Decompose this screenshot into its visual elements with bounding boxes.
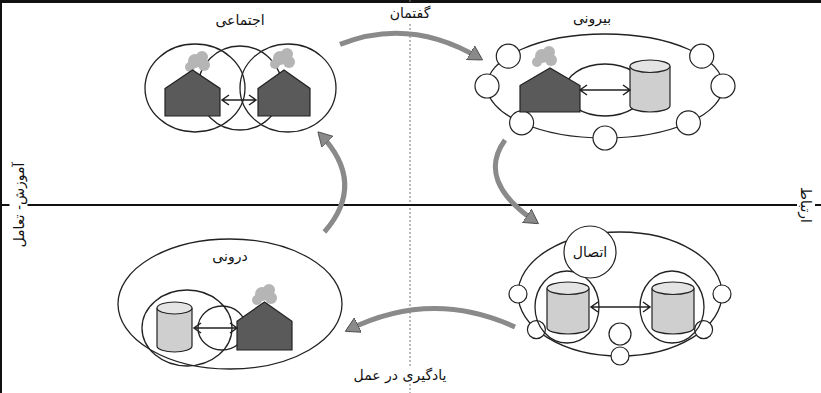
cloud-icon: [270, 48, 295, 69]
cylinder-top: [157, 302, 192, 314]
cylinder-top: [547, 282, 589, 294]
house-icon: [258, 70, 310, 116]
house-icon: [520, 68, 580, 112]
cloud-icon: [185, 51, 210, 72]
double-arrow: [580, 85, 630, 95]
drawing-part: [270, 59, 280, 69]
quadrant-title: اجتماعی: [212, 11, 267, 29]
small-circle: [564, 226, 616, 278]
axis-label: یادگیری در عمل: [350, 366, 451, 384]
small-circle: [713, 285, 731, 303]
cylinder-icon: [157, 308, 192, 352]
frame-left: [0, 0, 2, 393]
cloud-icon: [532, 46, 557, 67]
region-outline: [145, 44, 245, 132]
cycle-arrow: [495, 140, 536, 222]
small-circle: [593, 126, 617, 150]
quadrant-illustration: [515, 222, 725, 362]
house-icon: [165, 70, 220, 116]
cycle-arrow: [320, 134, 345, 232]
drawing-part: [265, 292, 277, 304]
cylinder-icon: [652, 288, 694, 334]
axis-label: آموزش- تعامل: [9, 159, 27, 252]
drawing-part: [252, 295, 262, 305]
drawing-part: [532, 57, 542, 67]
horizontal-axis: [0, 204, 821, 206]
house-icon: [237, 302, 292, 350]
quadrant-region: درونی: [112, 232, 348, 372]
drawing-part: [283, 56, 295, 68]
region-outline: [535, 271, 599, 343]
double-arrow: [591, 302, 650, 312]
cylinder-icon: [547, 288, 589, 334]
quadrant-title: اتصال: [570, 243, 610, 261]
small-circle: [609, 323, 631, 345]
region-outline: [487, 34, 723, 138]
region-outline: [118, 239, 342, 369]
region-outline: [240, 44, 336, 132]
cycle-arrow: [340, 33, 480, 58]
double-arrow: [222, 95, 256, 105]
vertical-axis: [410, 0, 411, 393]
cylinder-top: [652, 282, 694, 294]
small-circle: [475, 74, 499, 98]
quadrant-region: اجتماعی: [140, 6, 340, 134]
drawing-part: [198, 59, 210, 71]
cylinder-icon: [630, 66, 670, 112]
quadrant-title: بیرونی: [570, 9, 614, 27]
small-circle: [509, 285, 527, 303]
small-circle: [676, 111, 700, 135]
axis-label: ارتباط: [797, 183, 815, 227]
quadrant-region: بیرونی: [480, 4, 730, 140]
quadrant-region: اتصال: [515, 222, 725, 362]
small-circle: [711, 74, 735, 98]
axis-label: گفتمان: [386, 4, 435, 22]
small-circle: [611, 347, 629, 365]
quadrant-title: درونی: [209, 247, 250, 265]
cylinder-top: [630, 60, 670, 72]
small-circle: [510, 111, 534, 135]
drawing-part: [545, 54, 557, 66]
double-arrow: [194, 323, 237, 333]
cycle-arrow: [348, 308, 515, 330]
region-outline: [518, 232, 722, 356]
small-circle: [496, 44, 520, 68]
small-circle: [690, 44, 714, 68]
